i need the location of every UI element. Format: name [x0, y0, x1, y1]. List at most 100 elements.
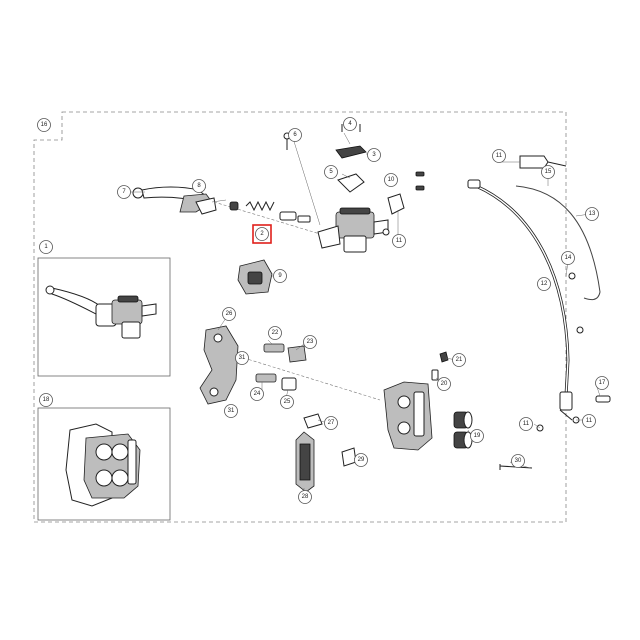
callout-circle: [235, 351, 249, 365]
callout-c2: 2: [255, 227, 269, 241]
callout-circle: [541, 165, 555, 179]
callout-c15: 15: [541, 165, 555, 179]
callout-circle: [595, 376, 609, 390]
callout-number: 5: [329, 169, 333, 175]
callout-number: 22: [272, 330, 279, 336]
callout-c22: 22: [268, 326, 282, 340]
callout-circle: [470, 429, 484, 443]
callout-c18: 18: [39, 393, 53, 407]
callout-number: 10: [388, 177, 395, 183]
callout-c30: 30: [511, 454, 525, 468]
brake-pads-part: [295, 413, 357, 493]
callout-c4: 4: [343, 117, 357, 131]
callout-circle: [511, 454, 525, 468]
callout-number: 11: [396, 238, 403, 244]
callout-c23: 23: [303, 335, 317, 349]
callout-circle: [392, 234, 406, 248]
callout-circle: [39, 240, 53, 254]
callout-circle: [354, 453, 368, 467]
callout-c26: 26: [222, 307, 236, 321]
protective-cover-part: [237, 259, 273, 295]
callout-number: 11: [586, 418, 593, 424]
callout-number: 21: [456, 357, 463, 363]
callout-circle: [268, 326, 282, 340]
callout-c27: 27: [324, 416, 338, 430]
callout-c28: 28: [298, 490, 312, 504]
callout-circle: [117, 185, 131, 199]
callout-circle: [519, 417, 533, 431]
callout-c21: 21: [452, 353, 466, 367]
callout-number: 14: [565, 255, 572, 261]
callout-circle: [39, 393, 53, 407]
callout-number: 31: [239, 355, 246, 361]
callout-c17: 17: [595, 376, 609, 390]
callout-c11a: 11: [392, 234, 406, 248]
caliper-pistons-part: [453, 411, 473, 449]
callout-c12: 12: [537, 277, 551, 291]
callout-c14: 14: [561, 251, 575, 265]
callout-number: 2: [260, 231, 264, 237]
callout-number: 28: [302, 494, 309, 500]
callout-c16: 16: [37, 118, 51, 132]
callout-c10: 10: [384, 173, 398, 187]
callout-circle: [280, 395, 294, 409]
callout-c20: 20: [437, 377, 451, 391]
callout-c24: 24: [250, 387, 264, 401]
caliper-bracket-part: [199, 325, 239, 405]
callout-circle: [384, 173, 398, 187]
callout-c31b: 31: [224, 404, 238, 418]
callout-c1: 1: [39, 240, 53, 254]
callout-labels: 16 4 6 3 5 7 8 2 10 11 11 15 13 9 14 12 1 26 22 23 31 21 24 25 2…: [37, 117, 609, 504]
callout-c11b: 11: [492, 149, 506, 163]
callout-c5: 5: [324, 165, 338, 179]
callout-circle: [585, 207, 599, 221]
callout-c31a: 31: [235, 351, 249, 365]
callout-number: 18: [43, 397, 50, 403]
brake-hose-part: [467, 179, 573, 421]
switch-clamp-part: [387, 171, 425, 215]
callout-circle: [303, 335, 317, 349]
callout-c11c: 11: [519, 417, 533, 431]
callout-circle: [343, 117, 357, 131]
callout-number: 24: [254, 391, 261, 397]
callout-number: 29: [358, 457, 365, 463]
callout-number: 16: [41, 122, 48, 128]
selected-part-highlight: [252, 224, 272, 244]
callout-c6: 6: [288, 128, 302, 142]
callout-c11d: 11: [582, 414, 596, 428]
callout-circle: [250, 387, 264, 401]
callout-number: 13: [589, 211, 596, 217]
callout-circle: [452, 353, 466, 367]
caliper-assembly-thumbnail: [65, 423, 141, 507]
callout-c29: 29: [354, 453, 368, 467]
callout-circle: [288, 128, 302, 142]
callout-circle: [192, 179, 206, 193]
callout-circle: [582, 414, 596, 428]
callout-c7: 7: [117, 185, 131, 199]
callout-number: 7: [122, 189, 126, 195]
callout-number: 30: [515, 458, 522, 464]
callout-number: 25: [284, 399, 291, 405]
callout-circle: [561, 251, 575, 265]
callout-number: 1: [44, 244, 48, 250]
pivot-bolt-part: [283, 132, 321, 226]
callout-number: 11: [496, 153, 503, 159]
callout-number: 11: [523, 421, 530, 427]
diagram-frame: [33, 111, 567, 523]
push-rod-assembly-part: [213, 200, 341, 241]
callout-c19: 19: [470, 429, 484, 443]
callout-number: 6: [293, 132, 297, 138]
master-cylinder-part: [317, 207, 389, 253]
callout-circle: [367, 148, 381, 162]
callout-number: 8: [197, 183, 201, 189]
callout-circle: [437, 377, 451, 391]
brake-lever-part: [132, 186, 217, 215]
callout-number: 17: [599, 380, 606, 386]
callout-circle: [298, 490, 312, 504]
callout-circle: [37, 118, 51, 132]
callout-c9: 9: [273, 269, 287, 283]
callout-circle: [324, 165, 338, 179]
callout-number: 27: [328, 420, 335, 426]
callout-number: 3: [372, 152, 376, 158]
